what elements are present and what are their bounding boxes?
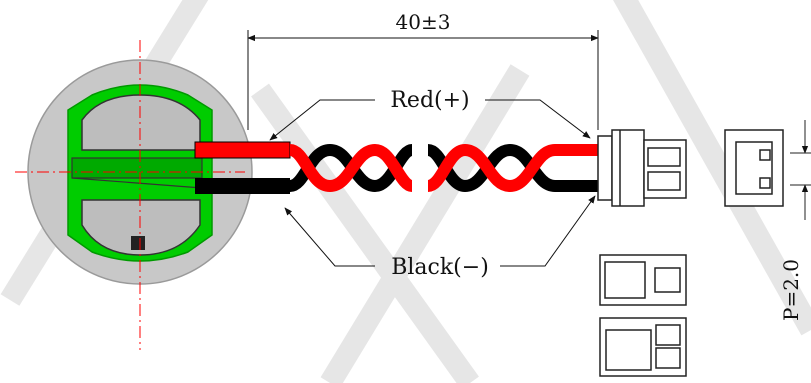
leader-lines xyxy=(269,99,596,267)
connector-front-view xyxy=(724,120,811,220)
connector-top-view xyxy=(599,254,687,306)
black-wire-label: Black(−) xyxy=(391,255,489,280)
connector-bottom-view xyxy=(599,317,687,377)
cell-tab xyxy=(131,236,145,250)
length-label: 40±3 xyxy=(396,10,451,34)
connector-housing xyxy=(597,129,687,207)
black-wire-lead xyxy=(195,178,290,194)
length-dimension xyxy=(247,30,599,130)
twisted-pair-right xyxy=(426,143,600,193)
pitch-label: P=2.0 xyxy=(779,259,803,321)
red-wire-lead xyxy=(194,141,291,159)
twisted-pair-left xyxy=(288,143,414,193)
red-wire-label: Red(+) xyxy=(390,88,469,113)
centerlines xyxy=(15,40,245,350)
